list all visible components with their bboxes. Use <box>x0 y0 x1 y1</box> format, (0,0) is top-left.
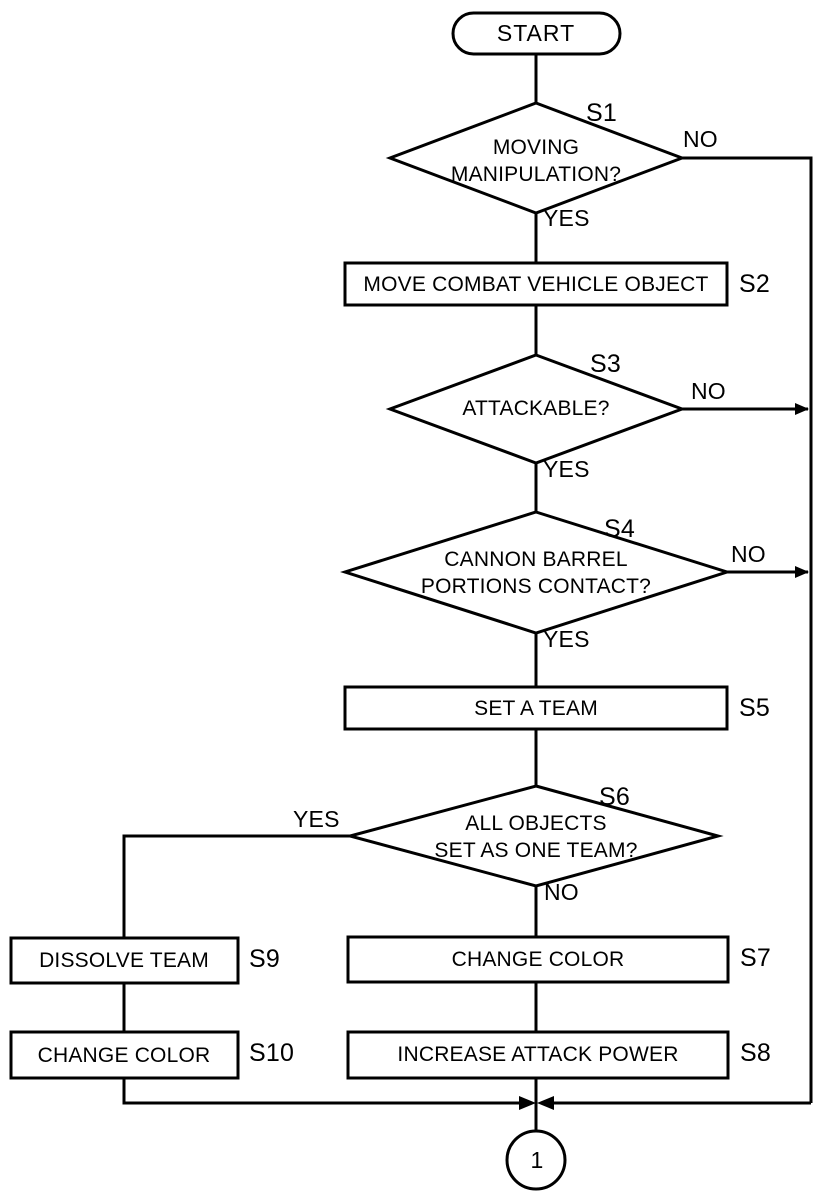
s1-decision-line-1: MOVING <box>492 136 580 160</box>
merge-arrowhead-right <box>519 1096 536 1110</box>
s10-process-label: CHANGE COLOR <box>37 1044 211 1068</box>
s6-decision-shape <box>344 784 724 888</box>
s6-decision-line-2: SET AS ONE TEAM? <box>434 839 638 863</box>
s1-yes-edge-label: YES <box>543 205 590 231</box>
merge-arrowheads <box>519 1096 554 1110</box>
s4-step-tag: S4 <box>604 515 635 543</box>
s9-process-label: DISSOLVE TEAM <box>39 949 209 973</box>
s1-decision-line-2: MANIPULATION? <box>450 163 622 187</box>
connector-1-shape <box>505 1129 567 1191</box>
s5-step-tag: S5 <box>739 694 770 722</box>
s7-process-label: CHANGE COLOR <box>451 948 625 972</box>
s3-step-tag: S3 <box>590 350 621 378</box>
s8-process-label: INCREASE ATTACK POWER <box>397 1043 679 1067</box>
s2-step-tag: S2 <box>739 270 770 298</box>
s2-process-label: MOVE COMBAT VEHICLE OBJECT <box>363 273 709 297</box>
s8-process-shape <box>346 1030 730 1080</box>
s3-decision-line-1: ATTACKABLE? <box>462 397 610 421</box>
s1-step-tag: S1 <box>586 99 617 127</box>
edge-s6-yes-to-s9 <box>122 834 350 938</box>
s6-step-tag: S6 <box>599 783 630 811</box>
edge-s1-no-to-rail <box>682 156 813 1103</box>
s10-step-tag: S10 <box>249 1039 295 1067</box>
s3-yes-edge-label: YES <box>543 456 590 482</box>
s4-decision-line-1: CANNON BARREL <box>444 548 628 572</box>
start-terminator-label: START <box>496 20 576 47</box>
s6-decision-line-1: ALL OBJECTS <box>465 812 607 836</box>
s9-step-tag: S9 <box>249 945 280 973</box>
merge-arrowhead-left <box>537 1096 554 1110</box>
s4-decision-line-2: PORTIONS CONTACT? <box>420 575 652 599</box>
s8-step-tag: S8 <box>740 1039 771 1067</box>
s5-process-label: SET A TEAM <box>474 697 598 721</box>
s4-no-edge-label: NO <box>731 541 766 567</box>
edge-s10-to-merge <box>122 1078 524 1105</box>
s1-no-edge-label: NO <box>683 126 718 152</box>
s3-no-edge-label: NO <box>691 378 726 404</box>
s7-step-tag: S7 <box>740 944 771 972</box>
connector-1-label: 1 <box>530 1147 544 1174</box>
s6-yes-edge-label: YES <box>293 806 340 832</box>
s4-yes-edge-label: YES <box>543 626 590 652</box>
s4-decision-shape <box>340 510 732 635</box>
s6-no-edge-label: NO <box>544 879 579 905</box>
s7-process-shape <box>346 935 730 984</box>
